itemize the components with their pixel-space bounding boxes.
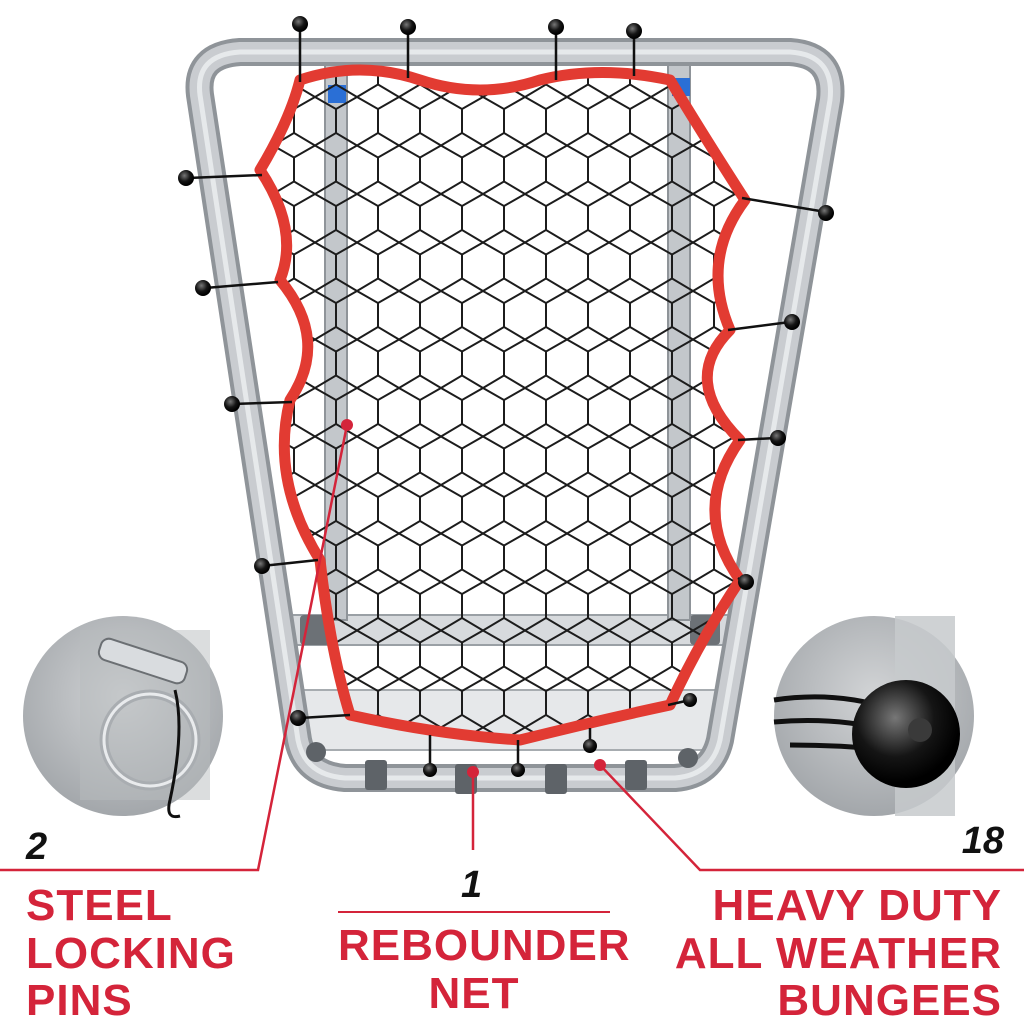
net-label: REBOUNDER NET [338, 921, 631, 1018]
leader-lines [0, 424, 1024, 872]
net-label-rule [338, 911, 610, 913]
locking-pin-inset [23, 616, 223, 819]
bungee-closeup-inset [773, 616, 974, 816]
foot-pads [306, 742, 698, 794]
bungees-count: 18 [961, 820, 1004, 862]
pins-count: 2 [26, 826, 48, 868]
net-count: 1 [461, 864, 483, 906]
bungees-label: HEAVY DUTY ALL WEATHER BUNGEES [674, 881, 1002, 1025]
net-trim [254, 64, 751, 746]
hex-net [260, 70, 745, 740]
bungee-cords [187, 25, 827, 768]
pins-label: STEEL LOCKING PINS [26, 881, 236, 1025]
leader-dots [341, 419, 606, 778]
bungee-balls [178, 16, 834, 777]
